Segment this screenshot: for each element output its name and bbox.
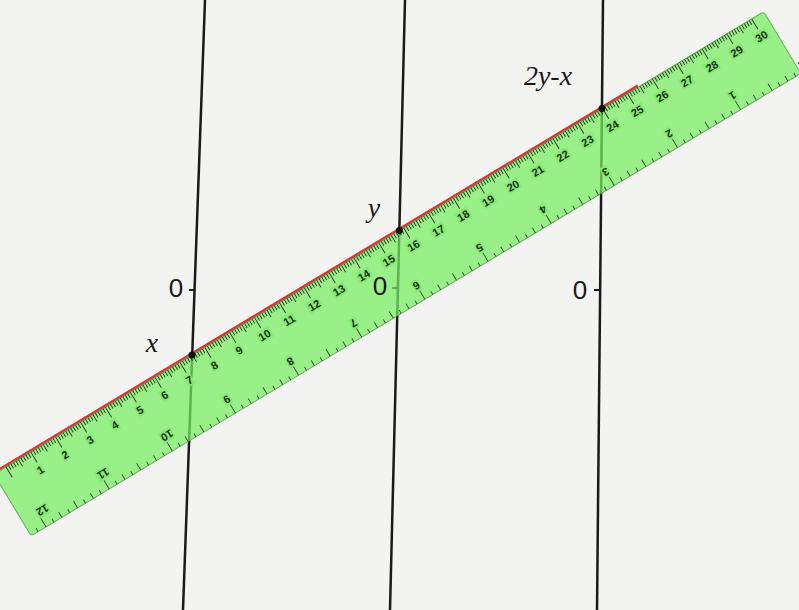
zero-tick bbox=[189, 289, 195, 291]
number-line bbox=[183, 0, 205, 610]
reading-label: 2y-x bbox=[524, 60, 572, 92]
origin-label: 0 bbox=[573, 275, 587, 306]
cm-ticks bbox=[6, 19, 758, 477]
crossing-dot bbox=[189, 352, 196, 359]
crossing-dot bbox=[396, 227, 403, 234]
origin-label: 0 bbox=[169, 273, 183, 304]
zero-tick bbox=[594, 289, 600, 291]
reading-label: x bbox=[146, 327, 158, 359]
inch-ticks bbox=[32, 62, 799, 531]
origin-label: 0 bbox=[373, 271, 387, 302]
red-edge bbox=[0, 86, 637, 473]
number-line bbox=[597, 0, 603, 610]
ruler-plate bbox=[0, 12, 799, 536]
reading-label: y bbox=[368, 192, 380, 224]
ruler-ticks bbox=[1, 10, 799, 532]
crossing-dot bbox=[599, 105, 606, 112]
ruler-body bbox=[0, 7, 799, 539]
